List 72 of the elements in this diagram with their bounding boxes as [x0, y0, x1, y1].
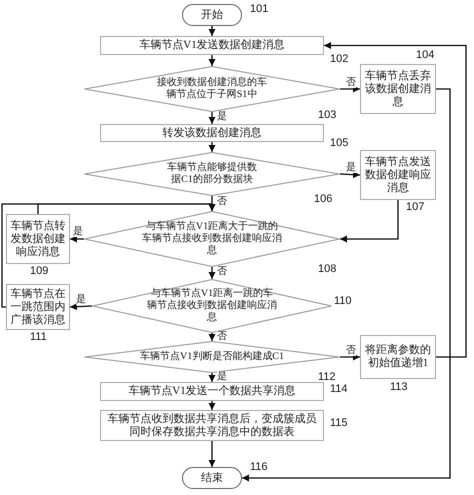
reference-number: 110 [334, 296, 352, 307]
edge-label: 是 [346, 162, 356, 173]
step-text: 与车辆节点V1距离大于一跳的车辆节点接收到数据创建响应消息 [141, 221, 283, 257]
reference-number: 116 [250, 462, 268, 473]
arrow [208, 333, 216, 341]
process-box [100, 124, 324, 142]
arrow [208, 112, 216, 124]
step-text: 转发该数据创建消息 [162, 126, 262, 140]
edge-label: 是 [76, 294, 86, 305]
arrow [208, 441, 216, 467]
process-box [100, 410, 324, 441]
process-box [100, 36, 324, 55]
edge-label: 否 [217, 266, 227, 277]
step-text: 接收到数据创建消息的车辆节点位于子网S1中 [156, 77, 268, 101]
reference-number: 102 [330, 54, 348, 65]
step-text: 车辆节点转发数据创建响应消息 [10, 220, 66, 258]
reference-number: 114 [330, 384, 348, 395]
arrow [340, 354, 360, 360]
reference-number: 108 [318, 264, 336, 275]
reference-number: 103 [318, 110, 336, 121]
edge-label: 否 [346, 77, 356, 88]
step-text: 与车辆节点V1距离一跳的车辆节点接收到数据创建响应消息 [146, 288, 278, 324]
reference-number: 106 [314, 194, 332, 205]
arrow [208, 26, 216, 36]
arrow [340, 171, 360, 178]
edge-label: 否 [346, 345, 356, 356]
arrow [208, 267, 216, 279]
step-text: 车辆节点收到数据共享消息后，变成簇成员同时保存数据共享消息中的数据表 [106, 412, 318, 438]
edge-label: 是 [217, 371, 227, 382]
edge-label: 是 [217, 111, 227, 122]
step-text: 车辆节点丢弃该数据创建消息 [364, 70, 432, 108]
process-box [360, 150, 436, 200]
process-box [360, 64, 436, 114]
reference-number: 109 [30, 266, 48, 277]
arrow [208, 401, 216, 410]
step-text: 车辆节点V1发送一个数据共享消息 [128, 385, 296, 398]
step-text: 车辆节点V1判断是否能构建成C1 [139, 351, 285, 363]
reference-number: 105 [330, 138, 348, 149]
decision-diamond [84, 341, 340, 373]
edge-label: 否 [217, 331, 227, 342]
step-text: 车辆节点在一跳范围内广播该消息 [10, 288, 66, 326]
arrow [324, 42, 467, 358]
arrow [340, 86, 360, 92]
arrow [340, 200, 399, 242]
decision-diamond [92, 279, 332, 333]
reference-number: 107 [406, 202, 424, 213]
step-text: 开始 [201, 8, 223, 22]
process-box [6, 214, 70, 264]
reference-number: 111 [30, 332, 47, 343]
reference-number: 104 [416, 50, 434, 61]
step-text: 结束 [201, 472, 223, 484]
decision-diamond [84, 152, 340, 196]
step-text: 将距离参数的初始值递增1 [364, 344, 432, 370]
reference-number: 112 [318, 372, 336, 383]
edge-label: 否 [217, 196, 227, 207]
reference-number: 115 [330, 418, 348, 429]
decision-diamond [84, 66, 340, 112]
reference-number: 113 [390, 382, 408, 393]
arrow [208, 373, 216, 382]
arrow [242, 88, 451, 482]
step-text: 车辆节点发送数据创建响应消息 [364, 156, 432, 194]
arrow [1, 203, 216, 308]
step-text: 车辆节点V1发送数据创建消息 [139, 39, 285, 52]
process-box [100, 382, 324, 401]
arrow [208, 55, 216, 66]
arrow [70, 236, 84, 242]
reference-number: 101 [250, 4, 268, 15]
process-box [360, 335, 436, 379]
arrow [208, 142, 216, 152]
edge-label: 是 [73, 226, 83, 237]
arrow [70, 303, 92, 310]
step-text: 车辆节点能够提供数据C1的部分数据块 [166, 162, 258, 186]
